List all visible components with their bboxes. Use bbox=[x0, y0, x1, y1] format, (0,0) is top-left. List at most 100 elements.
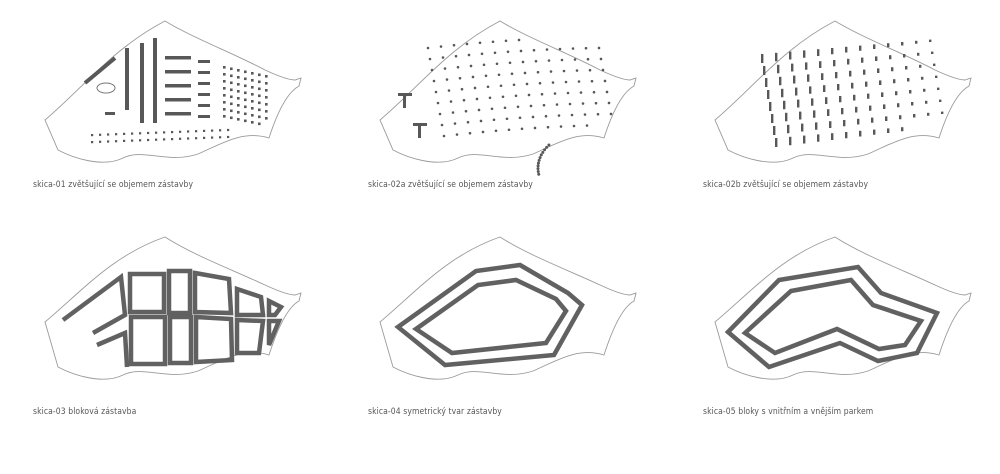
block bbox=[266, 297, 285, 318]
building-dot bbox=[265, 75, 268, 78]
building-dot bbox=[163, 131, 166, 134]
building-dot bbox=[91, 134, 94, 137]
building-dot bbox=[566, 91, 570, 95]
building-dash bbox=[761, 54, 764, 63]
building-dash bbox=[915, 40, 918, 44]
building-dot bbox=[537, 158, 541, 162]
building-dash bbox=[889, 55, 892, 60]
building-dash bbox=[929, 39, 932, 42]
building-dot bbox=[219, 136, 222, 139]
sketch-panel-02a: skica-02a zvětšující se objemem zástavby bbox=[368, 8, 668, 208]
building-dot bbox=[544, 114, 548, 118]
building-dot bbox=[265, 82, 268, 85]
building-dash bbox=[773, 126, 776, 135]
building-dash bbox=[803, 135, 806, 144]
site-plan-sketch-02b bbox=[714, 20, 972, 163]
building-dash bbox=[875, 56, 878, 61]
building-dot bbox=[491, 40, 495, 44]
building-dot bbox=[466, 120, 470, 124]
block bbox=[127, 271, 167, 315]
block bbox=[128, 314, 168, 367]
building-dot bbox=[572, 124, 576, 128]
building-dash bbox=[883, 104, 886, 109]
building-dot bbox=[460, 87, 464, 91]
building-bar bbox=[198, 104, 210, 107]
building-dot bbox=[473, 86, 477, 90]
building-dash bbox=[901, 127, 904, 132]
building-dot bbox=[520, 127, 524, 131]
building-dot bbox=[251, 79, 254, 82]
building-dot bbox=[596, 112, 600, 116]
building-dot bbox=[536, 167, 540, 171]
building-dash bbox=[931, 51, 934, 54]
building-dot bbox=[211, 136, 214, 139]
block bbox=[192, 270, 234, 316]
building-dot bbox=[230, 109, 233, 113]
building-dot bbox=[536, 161, 540, 165]
building-dash bbox=[785, 112, 788, 122]
building-dash bbox=[767, 90, 770, 99]
building-dot bbox=[484, 74, 488, 78]
building-dot bbox=[562, 69, 566, 73]
building-bar bbox=[140, 43, 144, 123]
building-bar bbox=[165, 112, 191, 116]
building-bar bbox=[165, 98, 191, 102]
building-dot bbox=[607, 101, 611, 105]
building-dash bbox=[861, 57, 864, 63]
building-dot bbox=[115, 133, 118, 136]
building-dot bbox=[581, 102, 585, 105]
building-dot bbox=[237, 104, 240, 107]
building-dash bbox=[819, 61, 822, 68]
building-dash bbox=[865, 81, 868, 87]
building-dash bbox=[797, 99, 800, 108]
building-dot bbox=[592, 90, 596, 94]
building-dot bbox=[547, 59, 551, 62]
building-dot bbox=[545, 145, 549, 149]
building-dot bbox=[123, 132, 126, 135]
site-outline bbox=[714, 20, 972, 163]
building-dot bbox=[439, 45, 443, 48]
building-dot bbox=[493, 51, 497, 55]
inner-block-ring bbox=[412, 277, 569, 356]
building-dot bbox=[597, 46, 601, 50]
building-dot bbox=[230, 95, 233, 99]
building-dot bbox=[527, 93, 531, 97]
building-dot bbox=[432, 79, 436, 83]
building-dot bbox=[469, 64, 473, 68]
building-dot bbox=[609, 112, 613, 116]
building-dash bbox=[901, 42, 904, 46]
building-bar bbox=[198, 60, 210, 63]
building-dot bbox=[258, 115, 261, 119]
building-dot bbox=[579, 91, 583, 94]
building-dot bbox=[536, 164, 540, 168]
building-rows bbox=[83, 38, 268, 144]
building-dot bbox=[244, 84, 247, 88]
building-dot bbox=[453, 122, 457, 125]
building-dot bbox=[211, 129, 214, 132]
building-dot bbox=[428, 57, 432, 61]
building-dot bbox=[440, 123, 444, 127]
building-dot bbox=[244, 77, 247, 81]
building-dash bbox=[845, 46, 848, 53]
building-dot bbox=[441, 56, 445, 59]
building-dash bbox=[779, 76, 782, 86]
building-dash bbox=[891, 67, 894, 72]
site-plan-sketch-04 bbox=[379, 236, 637, 380]
urban-blocks bbox=[61, 268, 285, 368]
building-dot bbox=[490, 107, 494, 111]
building-dash bbox=[867, 93, 870, 99]
building-dot bbox=[464, 109, 468, 113]
building-dash bbox=[771, 114, 774, 123]
outer-block-ring bbox=[724, 264, 941, 370]
building-dot bbox=[523, 71, 527, 75]
building-dot bbox=[251, 114, 254, 117]
building-dash bbox=[841, 108, 844, 115]
building-dot bbox=[514, 94, 518, 98]
building-dot bbox=[482, 63, 486, 67]
building-dot bbox=[529, 104, 533, 108]
building-dash bbox=[845, 132, 848, 139]
building-dot bbox=[477, 108, 481, 112]
building-dash bbox=[775, 52, 778, 62]
building-dash bbox=[837, 84, 840, 91]
building-dot bbox=[251, 72, 254, 75]
